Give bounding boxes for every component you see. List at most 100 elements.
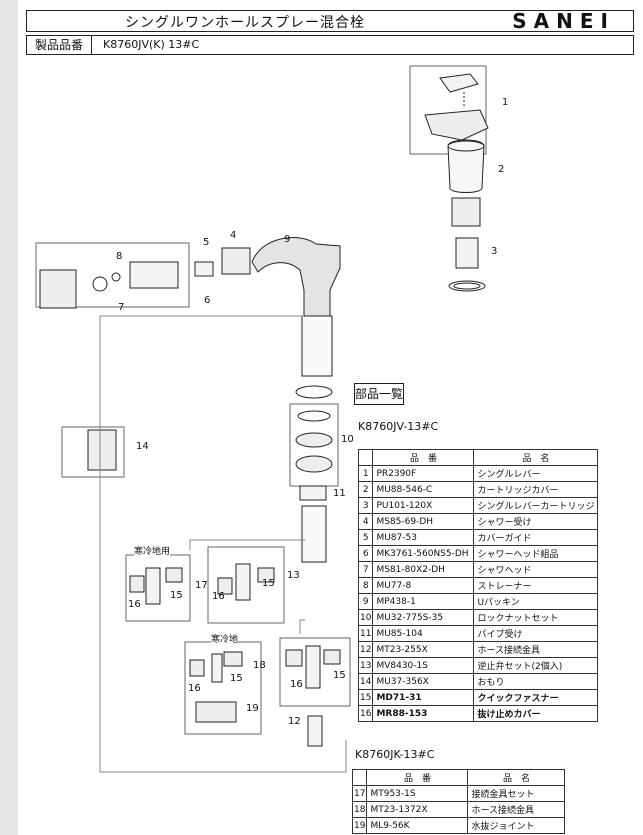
- cell-no: 4: [357, 513, 374, 530]
- product-code-value: K8760JV(K) 13#C: [103, 38, 200, 51]
- callout-10: 10: [341, 434, 354, 445]
- cell-name: 水抜ジョイント: [467, 817, 566, 834]
- weight: [87, 429, 117, 471]
- callout-15: 15: [262, 578, 275, 589]
- cell-code: MU85-104: [372, 625, 475, 642]
- cell-code: MT23-255X: [372, 641, 475, 658]
- lever-body: [424, 109, 489, 141]
- product-code-label: 製品品番: [27, 36, 92, 54]
- cell-no: 12: [357, 641, 374, 658]
- cell-no: 18: [351, 801, 368, 818]
- cell-code: MT953-1S: [366, 785, 469, 802]
- cell-name: 逆止弁セット(2個入): [473, 657, 599, 674]
- callout-13: 13: [287, 570, 300, 581]
- spout-body: [251, 237, 341, 317]
- cell-name: シングルレバー: [473, 465, 599, 482]
- callout-1: 1: [502, 97, 509, 108]
- cell-name: 接続金具セット: [467, 785, 566, 802]
- parts-table-header: 品 番 品 名: [357, 449, 599, 466]
- header-name: 品 名: [467, 769, 566, 786]
- cell-code: MV8430-1S: [372, 657, 475, 674]
- lever-cap: [439, 73, 479, 93]
- cell-code: MU77-8: [372, 577, 475, 594]
- callout-16c: 16: [188, 683, 201, 694]
- cell-no: 5: [357, 529, 374, 546]
- header-code: 品 番: [366, 769, 469, 786]
- cell-no: 10: [357, 609, 374, 626]
- cell-no: 15: [357, 689, 374, 706]
- cell-code: MP438-1: [372, 593, 475, 610]
- cell-code: MU37-356X: [372, 673, 475, 690]
- cell-name: カバーガイド: [473, 529, 599, 546]
- callout-9: 9: [284, 234, 291, 245]
- cell-name: 抜け止めカバー: [473, 705, 599, 722]
- cell-no: 6: [357, 545, 374, 562]
- header-code: 品 番: [372, 449, 475, 466]
- cell-no: 9: [357, 593, 374, 610]
- cell-no: 8: [357, 577, 374, 594]
- header-no: [357, 449, 374, 466]
- cell-no: 17: [351, 785, 368, 802]
- cell-no: 14: [357, 673, 374, 690]
- nut-ring: [451, 197, 481, 227]
- cell-code: MU88-546-C: [372, 481, 475, 498]
- callout-16d: 16: [290, 679, 303, 690]
- cell-name: カートリッジカバー: [473, 481, 599, 498]
- cell-name: Uパッキン: [473, 593, 599, 610]
- cell-name: シャワー受け: [473, 513, 599, 530]
- cell-no: 11: [357, 625, 374, 642]
- callout-15b: 15: [170, 590, 183, 601]
- callout-18: 18: [253, 660, 266, 671]
- cell-code: MD71-31: [372, 689, 475, 706]
- cell-name: ストレーナー: [473, 577, 599, 594]
- cell-no: 2: [357, 481, 374, 498]
- cell-no: 7: [357, 561, 374, 578]
- cell-code: MU32-775S-35: [372, 609, 475, 626]
- supply-hoses: [301, 315, 333, 377]
- callout-6: 6: [204, 295, 211, 306]
- shower-head: [39, 269, 77, 309]
- cartridge-cover: [447, 139, 485, 193]
- parts-list-model: K8760JV-13#C: [358, 420, 439, 433]
- cell-code: MS85-69-DH: [372, 513, 475, 530]
- shower-receiver: [221, 247, 251, 275]
- callout-5: 5: [203, 237, 210, 248]
- drain-joint: [195, 701, 237, 723]
- cell-name: シャワヘッド: [473, 561, 599, 578]
- cell-code: PR2390F: [372, 465, 475, 482]
- cell-name: ホース接続金具: [467, 801, 566, 818]
- cell-code: MT23-1372X: [366, 801, 469, 818]
- shower-adapter: [129, 261, 179, 289]
- cell-name: シャワーヘッド組品: [473, 545, 599, 562]
- callout-4: 4: [230, 230, 237, 241]
- parts-list-title: 部品一覧: [354, 383, 404, 405]
- cell-no: 1: [357, 465, 374, 482]
- cold-region-label-2: 寒冷地: [211, 632, 239, 645]
- lock-nut: [295, 455, 333, 473]
- cell-name: パイプ受け: [473, 625, 599, 642]
- cell-code: MS81-80X2-DH: [372, 561, 475, 578]
- parts-table-2-header: 品 番 品 名: [351, 769, 566, 786]
- cell-code: ML9-56K: [366, 817, 469, 834]
- cell-no: 16: [357, 705, 374, 722]
- callout-2: 2: [498, 164, 505, 175]
- callout-19: 19: [246, 703, 259, 714]
- callout-11: 11: [333, 488, 346, 499]
- cell-name: シングルレバーカートリッジ: [473, 497, 599, 514]
